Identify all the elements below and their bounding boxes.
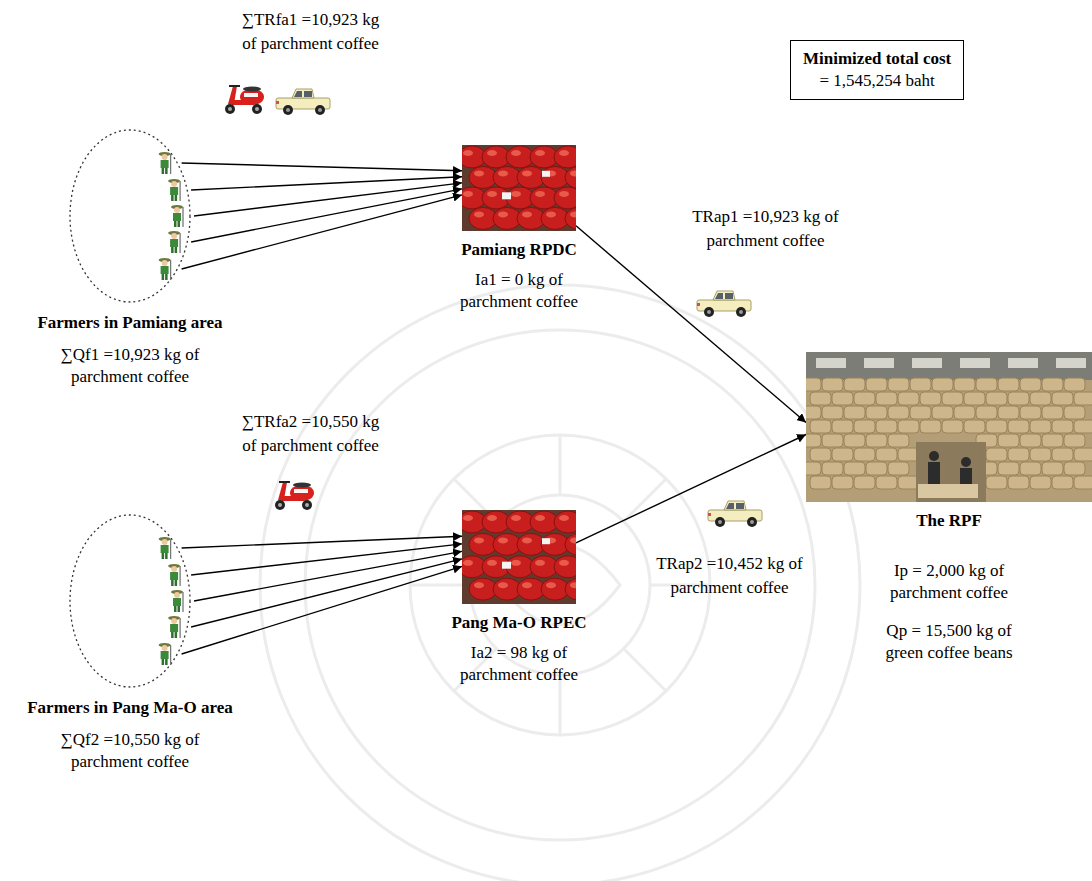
flow-arrow bbox=[194, 183, 462, 216]
bag-art bbox=[462, 510, 576, 604]
farmer-group: Farmers in Pang Ma-O area∑Qf2 =10,550 kg… bbox=[68, 513, 192, 689]
node-caption: Pang Ma-O RPEC Ia2 = 98 kg of parchment c… bbox=[419, 612, 619, 686]
bag-art bbox=[462, 145, 576, 231]
farm-art bbox=[68, 513, 192, 689]
farmer-icon bbox=[159, 537, 171, 559]
farmer-group: Farmers in Pamiang area∑Qf1 =10,923 kg o… bbox=[68, 128, 192, 304]
flow-arrow bbox=[191, 559, 462, 627]
node-title: The RPF bbox=[849, 510, 1049, 532]
farmer-icon bbox=[168, 616, 180, 638]
node-value: Ia1 = 0 kg of parchment coffee bbox=[458, 269, 580, 313]
flow-quantity-label: ∑TRfa2 =10,550 kg of parchment coffee bbox=[238, 410, 383, 458]
rpf-art bbox=[806, 352, 1092, 502]
seal-rings bbox=[260, 285, 860, 881]
flow-arrow bbox=[576, 435, 806, 543]
node-value: Ia2 = 98 kg of parchment coffee bbox=[458, 642, 580, 686]
node-title: Pang Ma-O RPEC bbox=[419, 612, 619, 634]
result-box: Minimized total cost= 1,545,254 baht bbox=[790, 40, 964, 100]
facility-node: Pang Ma-O RPECIa2 = 98 kg of parchment c… bbox=[462, 510, 576, 604]
flow-arrow bbox=[182, 536, 462, 548]
node-value: = 1,545,254 baht bbox=[803, 70, 951, 92]
flow-quantity-label: ∑TRfa1 =10,923 kg of parchment coffee bbox=[238, 8, 383, 56]
flow-quantity-label: TRap2 =10,452 kg of parchment coffee bbox=[652, 552, 807, 600]
farmer-icon bbox=[159, 643, 171, 665]
node-value: Ip = 2,000 kg of parchment coffee bbox=[877, 560, 1022, 604]
flow-arrow bbox=[182, 195, 462, 269]
scooter-icon bbox=[225, 86, 264, 114]
scooter-icon bbox=[275, 482, 314, 510]
flow-arrow bbox=[576, 226, 806, 423]
node-value: Qp = 15,500 kg of green coffee beans bbox=[877, 620, 1022, 664]
facility-node: The RPFIp = 2,000 kg of parchment coffee… bbox=[806, 352, 1092, 502]
farmer-icon bbox=[171, 205, 183, 227]
node-caption: Farmers in Pang Ma-O area ∑Qf2 =10,550 kg… bbox=[0, 697, 260, 773]
flow-quantity-label: TRap1 =10,923 kg of parchment coffee bbox=[688, 205, 843, 253]
node-caption: Pamiang RPDC Ia1 = 0 kg of parchment coff… bbox=[419, 239, 619, 313]
node-value: ∑Qf2 =10,550 kg of parchment coffee bbox=[58, 729, 203, 773]
farm-art bbox=[68, 128, 192, 304]
node-value: ∑Qf1 =10,923 kg of parchment coffee bbox=[58, 344, 203, 388]
farmer-icon bbox=[168, 231, 180, 253]
facility-node: Pamiang RPDCIa1 = 0 kg of parchment coff… bbox=[462, 145, 576, 231]
pickup-icon bbox=[708, 501, 762, 527]
flow-arrow bbox=[182, 566, 462, 654]
pickup-icon bbox=[697, 291, 751, 317]
farmer-icon bbox=[168, 564, 180, 586]
node-caption: The RPF Ip = 2,000 kg of parchment coffee… bbox=[849, 510, 1049, 664]
farmer-icon bbox=[168, 179, 180, 201]
node-title: Farmers in Pamiang area bbox=[0, 312, 260, 334]
node-title: Farmers in Pang Ma-O area bbox=[0, 697, 260, 719]
node-title: Pamiang RPDC bbox=[419, 239, 619, 261]
flow-arrow bbox=[194, 551, 462, 601]
flow-arrow bbox=[182, 163, 462, 171]
node-caption: Farmers in Pamiang area ∑Qf1 =10,923 kg o… bbox=[0, 312, 260, 388]
farmer-icon bbox=[159, 258, 171, 280]
node-title: Minimized total cost bbox=[803, 48, 951, 70]
flow-arrow bbox=[191, 189, 462, 242]
pickup-icon bbox=[276, 89, 330, 115]
farmer-icon bbox=[171, 590, 183, 612]
farmer-icon bbox=[159, 152, 171, 174]
